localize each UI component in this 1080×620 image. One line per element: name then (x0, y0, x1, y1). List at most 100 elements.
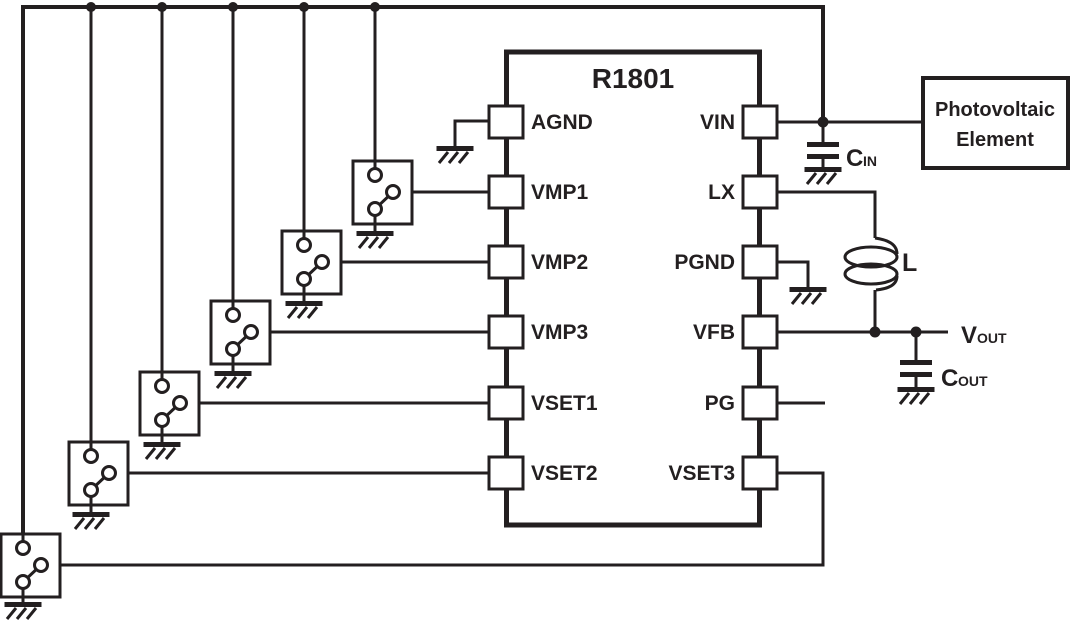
switch-terminal-top (296, 237, 312, 253)
pin-vfb: VFB (693, 314, 779, 350)
pin-vmp2: VMP2 (487, 244, 588, 280)
wire-agnd-ground (453, 119, 489, 146)
junction-dot (157, 2, 167, 12)
switch-terminal-common (172, 395, 188, 411)
ground-symbol (803, 165, 843, 186)
ground-symbol (435, 144, 475, 165)
switch-box (138, 370, 201, 437)
capacitor-symbol (807, 142, 839, 159)
ground-symbol (213, 369, 253, 390)
switch-terminal-common (101, 465, 117, 481)
switch-terminal-top (83, 448, 99, 464)
pin-label-vfb: VFB (693, 321, 735, 344)
pin-pgnd: PGND (674, 244, 779, 280)
pin-box-vmp3 (487, 314, 525, 350)
ground-symbol (355, 229, 395, 250)
cin-label-sub: IN (863, 153, 877, 169)
switch-vmp3 (209, 299, 272, 390)
capacitor-symbol (900, 360, 932, 377)
pin-label-vset2: VSET2 (531, 462, 598, 485)
switch-terminal-bottom (225, 341, 241, 357)
ground-symbol (788, 285, 828, 306)
switch-box (280, 229, 343, 296)
photovoltaic-element: Photovoltaic Element (921, 76, 1070, 170)
pin-label-pg: PG (705, 392, 735, 415)
pin-pg: PG (705, 385, 779, 421)
pin-vmp3: VMP3 (487, 314, 588, 350)
pin-label-lx: LX (708, 181, 735, 204)
ic-title: R1801 (592, 63, 675, 94)
switch-vmp1 (351, 159, 414, 250)
switch-vmp2 (280, 229, 343, 320)
switch-vset2 (67, 440, 130, 531)
junction-dot (299, 2, 309, 12)
pin-label-vmp1: VMP1 (531, 181, 589, 204)
switch-box (67, 440, 130, 507)
junction-dot (910, 326, 922, 338)
pin-label-vin: VIN (700, 111, 735, 134)
inductor-label: L (902, 249, 917, 277)
wire-lx (777, 190, 877, 238)
cout-label: C (941, 365, 958, 392)
capacitor-cin: C IN (803, 142, 877, 186)
switch-terminal-top (15, 540, 31, 556)
wire-pgnd (777, 260, 810, 287)
junction-dot (228, 2, 238, 12)
ground-symbol (142, 440, 182, 461)
bus-wire (21, 5, 825, 548)
pin-box-agnd (487, 104, 525, 140)
inductor: L (843, 236, 917, 292)
pin-label-vset1: VSET1 (531, 392, 598, 415)
inductor-symbol (843, 236, 899, 292)
pin-vset3: VSET3 (668, 455, 779, 491)
photovoltaic-label-line2: Element (956, 129, 1034, 151)
switch-terminal-common (385, 184, 401, 200)
switch-terminal-bottom (296, 271, 312, 287)
ground-symbol (284, 299, 324, 320)
ground-symbol (3, 600, 43, 620)
wire-vset3 (41, 471, 825, 567)
ground-symbol (71, 510, 111, 531)
switch-box (0, 532, 62, 599)
switch-terminal-common (243, 324, 259, 340)
switch-terminal-top (154, 378, 170, 394)
photovoltaic-box (921, 76, 1070, 170)
pin-label-vset3: VSET3 (668, 462, 735, 485)
switch-vset1 (138, 370, 201, 461)
cin-label: C (846, 145, 863, 172)
switch-terminal-bottom (367, 201, 383, 217)
photovoltaic-label-line1: Photovoltaic (935, 99, 1055, 121)
switch-terminal-common (33, 557, 49, 573)
pin-box-pgnd (741, 244, 779, 280)
ic-body (504, 49, 762, 528)
switch-terminal-bottom (15, 574, 31, 590)
pin-vset2: VSET2 (487, 455, 598, 491)
switch-vset3 (0, 532, 62, 620)
pin-vmp1: VMP1 (487, 174, 589, 210)
pin-vin: VIN (700, 104, 779, 140)
pin-label-pgnd: PGND (674, 251, 735, 274)
pin-agnd: AGND (487, 104, 593, 140)
vout-main: V (961, 322, 977, 349)
ground-symbol (896, 385, 936, 406)
junction-dot (869, 326, 881, 338)
pin-vset1: VSET1 (487, 385, 598, 421)
switch-terminal-top (225, 307, 241, 323)
pin-lx: LX (708, 174, 779, 210)
switch-terminal-top (367, 167, 383, 183)
capacitor-cout: C OUT (896, 360, 988, 406)
junction-dot (370, 2, 380, 12)
switch-box (209, 299, 272, 366)
pin-box-vin (741, 104, 779, 140)
vout-sub: OUT (977, 330, 1007, 346)
pin-label-vmp3: VMP3 (531, 321, 588, 344)
pin-box-vset2 (487, 455, 525, 491)
cout-label-sub: OUT (958, 373, 988, 389)
pin-box-vfb (741, 314, 779, 350)
pin-box-lx (741, 174, 779, 210)
switch-terminal-common (314, 254, 330, 270)
pin-label-agnd: AGND (531, 111, 593, 134)
junction-dot (86, 2, 96, 12)
switch-terminal-bottom (83, 482, 99, 498)
